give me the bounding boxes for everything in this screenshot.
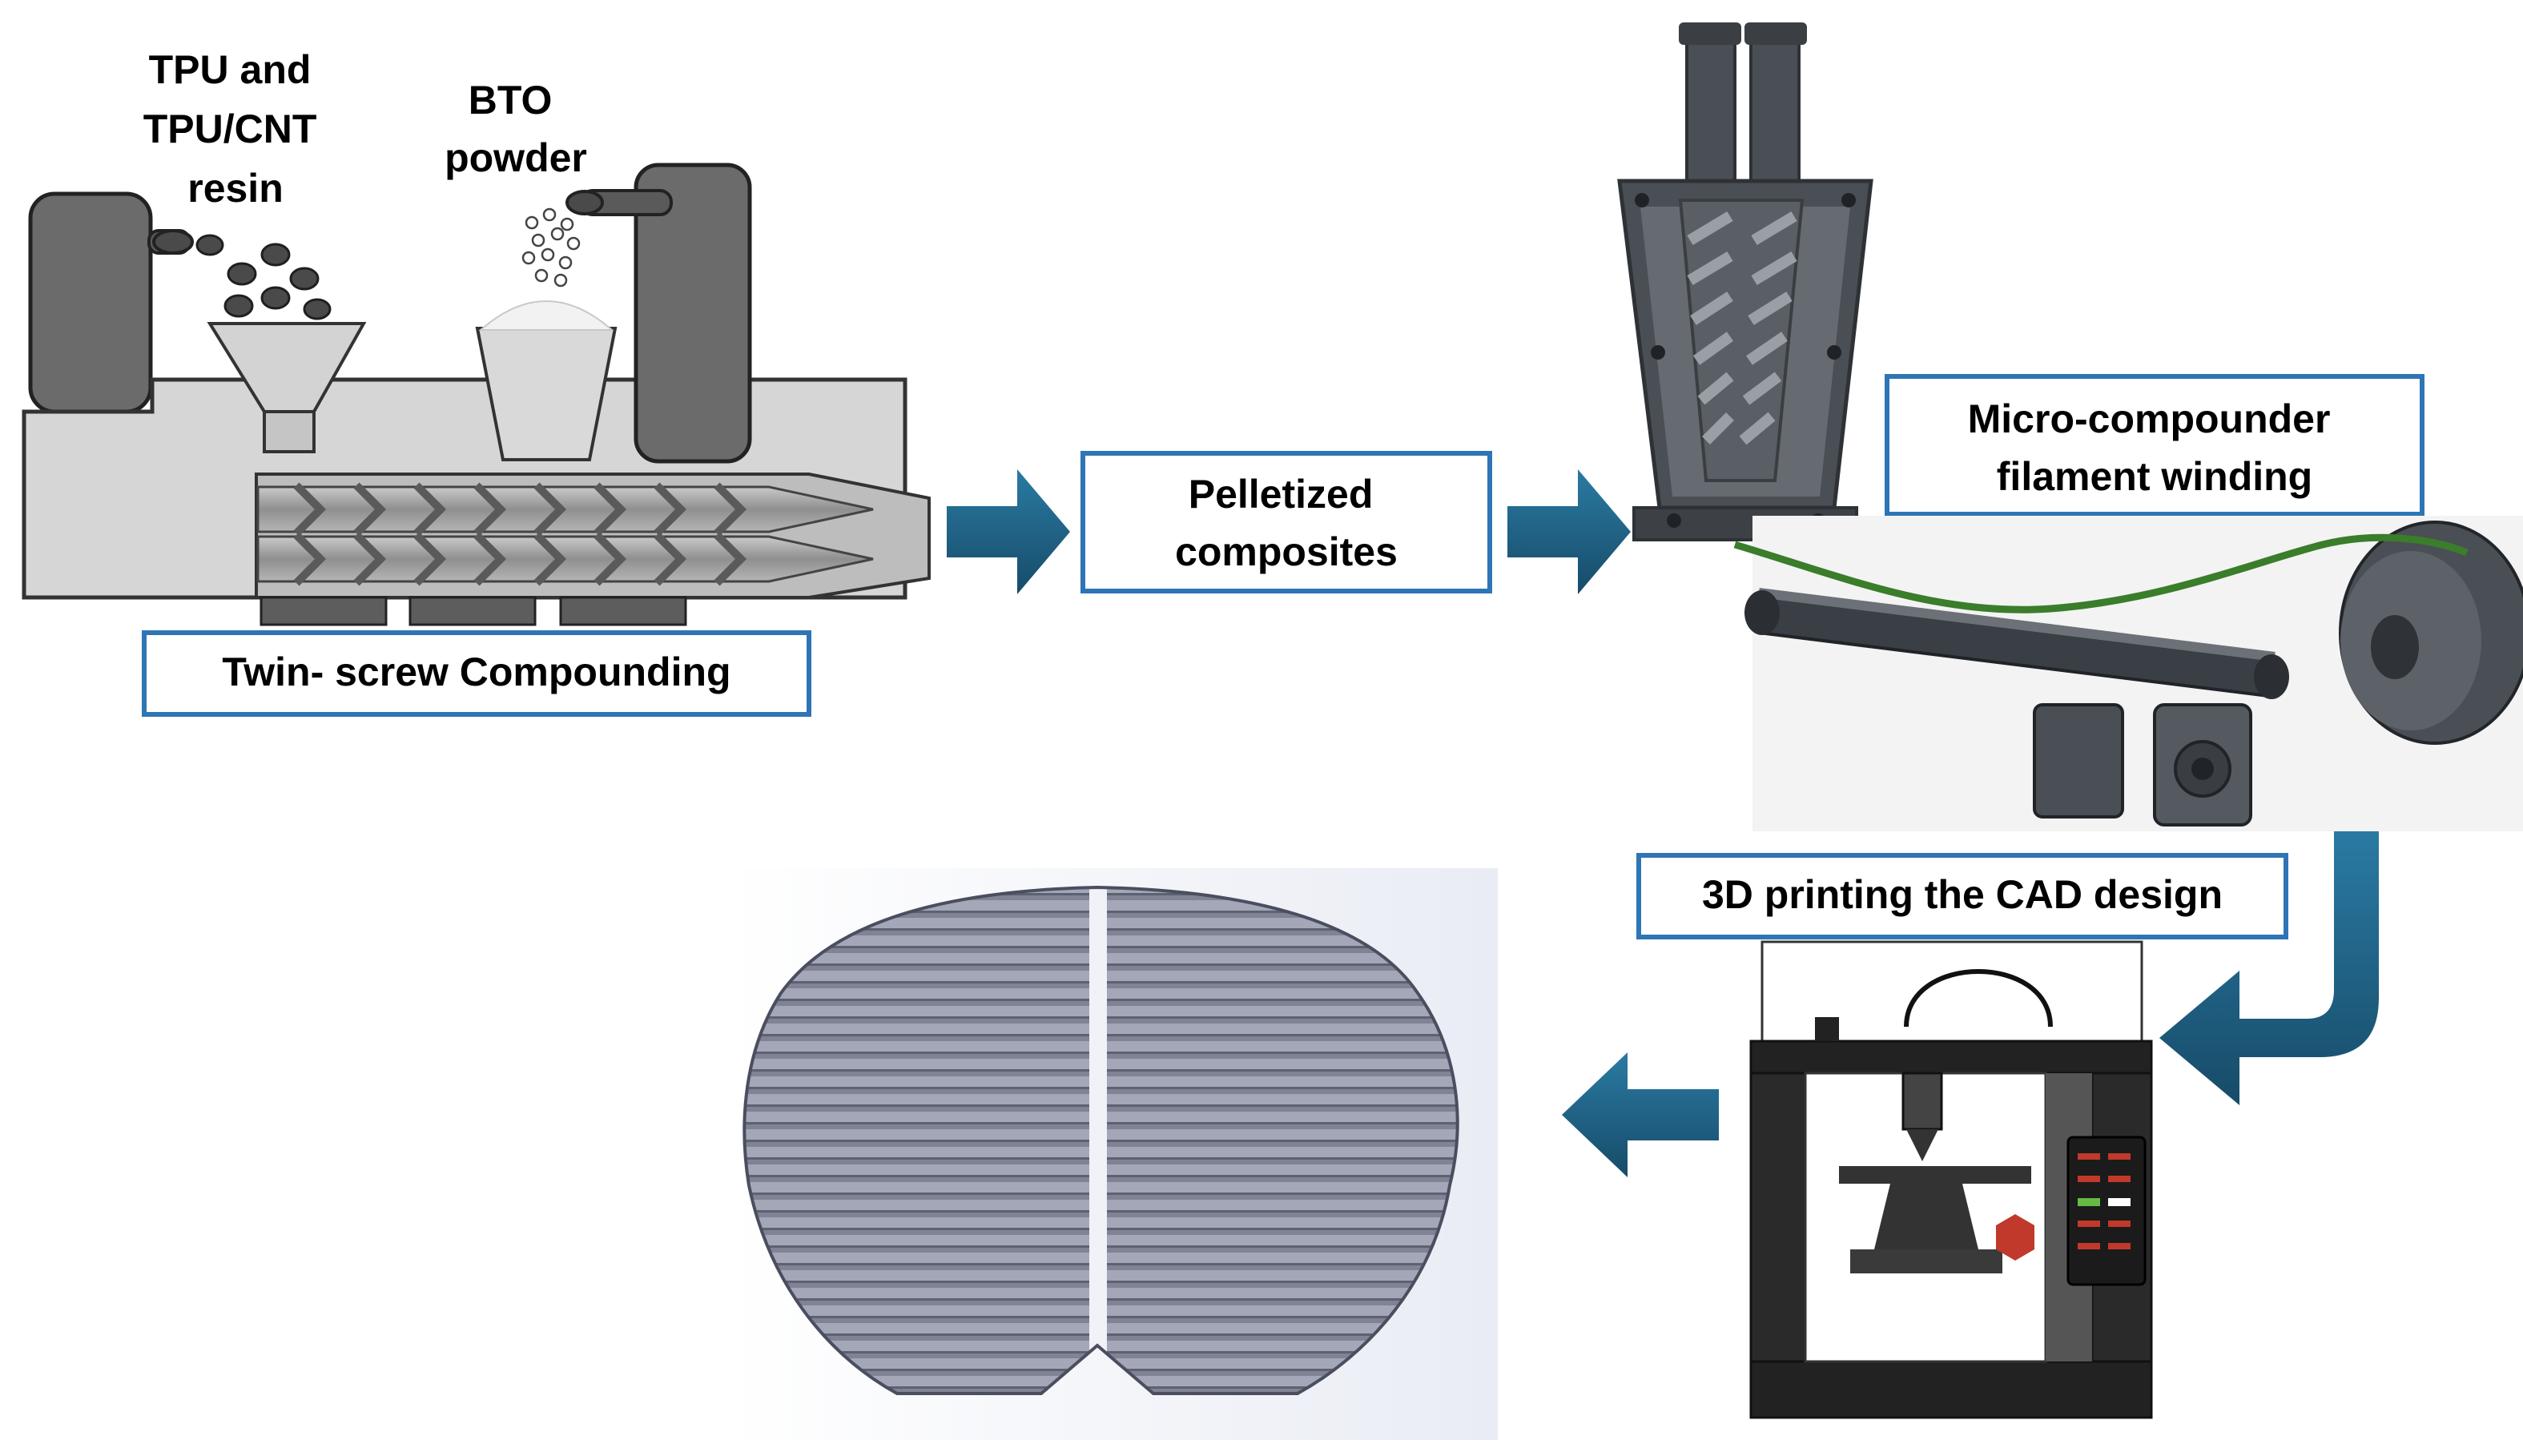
svg-text:3D printing the CAD design: 3D printing the CAD design xyxy=(1702,872,2223,917)
flow-arrow-curved xyxy=(2159,831,2379,1105)
twin-screw-extruder-icon xyxy=(22,163,931,626)
flow-arrow-left xyxy=(1562,1052,1719,1177)
flow-arrow-right-2 xyxy=(1507,469,1631,594)
micro-compounder-step-box: Micro-compounder filament winding xyxy=(1885,374,2424,517)
filament-winder-icon xyxy=(1733,516,2523,831)
micro-compounder-icon xyxy=(1617,22,1873,541)
svg-text:Micro-compounder filamen: Micro-compounder filament winding xyxy=(1968,396,2342,499)
flow-arrow-right-1 xyxy=(947,469,1070,594)
3d-printer-icon xyxy=(1749,940,2153,1419)
pelletized-step-box: Pelletized composites xyxy=(1080,451,1492,593)
svg-text:Pelletized composites: Pelletized composites xyxy=(1175,472,1398,574)
powder-label: BTO powder xyxy=(445,78,587,180)
printed-part-icon xyxy=(727,868,1498,1440)
resin-label: TPU and TPU/CNT resin xyxy=(143,47,328,211)
twin-screw-step-box: Twin- screw Compounding xyxy=(142,630,811,717)
printing-step-box: 3D printing the CAD design xyxy=(1636,853,2288,939)
svg-text:Twin- screw Compounding: Twin- screw Compounding xyxy=(222,650,730,694)
